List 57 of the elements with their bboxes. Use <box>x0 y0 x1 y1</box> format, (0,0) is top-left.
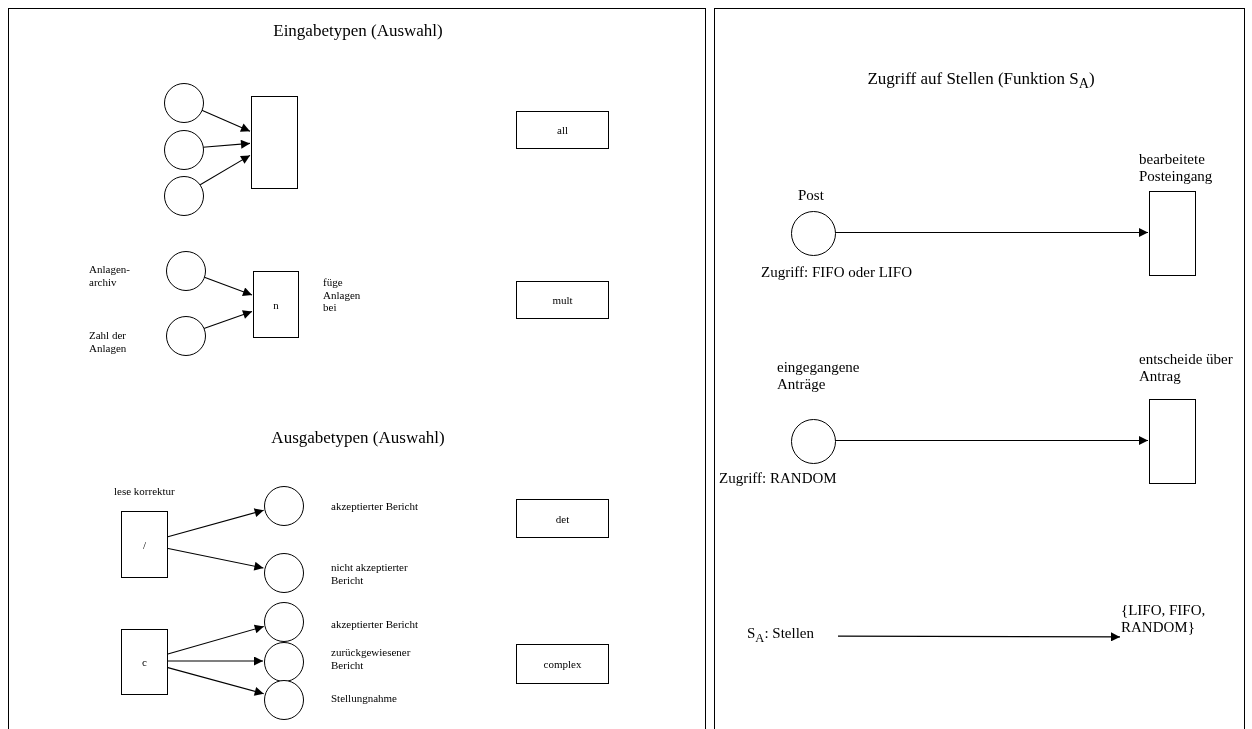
node-caption: lese korrektur <box>114 485 176 498</box>
node-caption: Post <box>798 187 825 205</box>
node-caption: Anlagen-archiv <box>89 263 131 289</box>
node-caption: Zugriff: FIFO oder LIFO <box>761 264 913 282</box>
place-circle <box>264 680 304 720</box>
arrow <box>834 436 1149 445</box>
labeled-box: c <box>121 629 168 695</box>
place-circle <box>164 130 204 170</box>
place-circle <box>264 642 304 682</box>
node-caption: Zahl der Anlagen <box>89 329 128 355</box>
node-label: S$_{A}$: Stellen <box>747 625 839 649</box>
node-caption: bearbeitete Posteingang <box>1139 151 1214 186</box>
place-circle <box>264 486 304 526</box>
panel-frame <box>8 8 706 729</box>
place-circle <box>166 316 206 356</box>
place-circle <box>264 602 304 642</box>
arrow <box>166 508 265 538</box>
place-circle <box>791 211 836 256</box>
arrow <box>200 109 251 132</box>
node-caption: nicht akzeptierter Bericht <box>331 561 409 587</box>
arrow <box>199 154 251 186</box>
arrow <box>166 624 265 655</box>
labeled-box: det <box>516 499 609 538</box>
place-circle <box>166 251 206 291</box>
node-caption: zurückgewiesener Bericht <box>331 646 412 672</box>
section-title: Ausgabetypen (Auswahl) <box>270 428 446 448</box>
node-caption: akzeptierter Bericht <box>331 618 420 631</box>
transition-box <box>1149 399 1196 484</box>
arrow <box>203 310 253 329</box>
section-title: Zugriff auf Stellen (Funktion S$_{A}$) <box>866 69 1096 92</box>
place-circle <box>164 176 204 216</box>
node-caption: entscheide über Antrag <box>1139 351 1234 386</box>
labeled-box: / <box>121 511 168 578</box>
transition-box <box>251 96 298 189</box>
arrow <box>834 228 1149 237</box>
transition-box <box>1149 191 1196 276</box>
arrow <box>837 632 1121 642</box>
labeled-box: n <box>253 271 299 338</box>
labeled-box: complex <box>516 644 609 684</box>
arrow <box>166 656 264 666</box>
node-label: {LIFO, FIFO, RANDOM} <box>1121 602 1211 674</box>
place-circle <box>264 553 304 593</box>
panel-frame <box>714 8 1245 729</box>
node-caption: eingegangene Anträge <box>777 359 861 394</box>
arrow <box>166 547 264 571</box>
section-title: Eingabetypen (Auswahl) <box>272 21 444 41</box>
node-caption: akzeptierter Bericht <box>331 500 420 513</box>
arrow <box>166 666 265 696</box>
labeled-box: mult <box>516 281 609 319</box>
place-circle <box>164 83 204 123</box>
node-caption: Zugriff: RANDOM <box>719 470 838 488</box>
arrow <box>203 276 253 296</box>
place-circle <box>791 419 836 464</box>
node-caption: Stellungnahme <box>331 692 398 705</box>
labeled-box: all <box>516 111 609 149</box>
node-caption: füge Anlagen bei <box>323 276 362 314</box>
arrow <box>202 139 251 149</box>
